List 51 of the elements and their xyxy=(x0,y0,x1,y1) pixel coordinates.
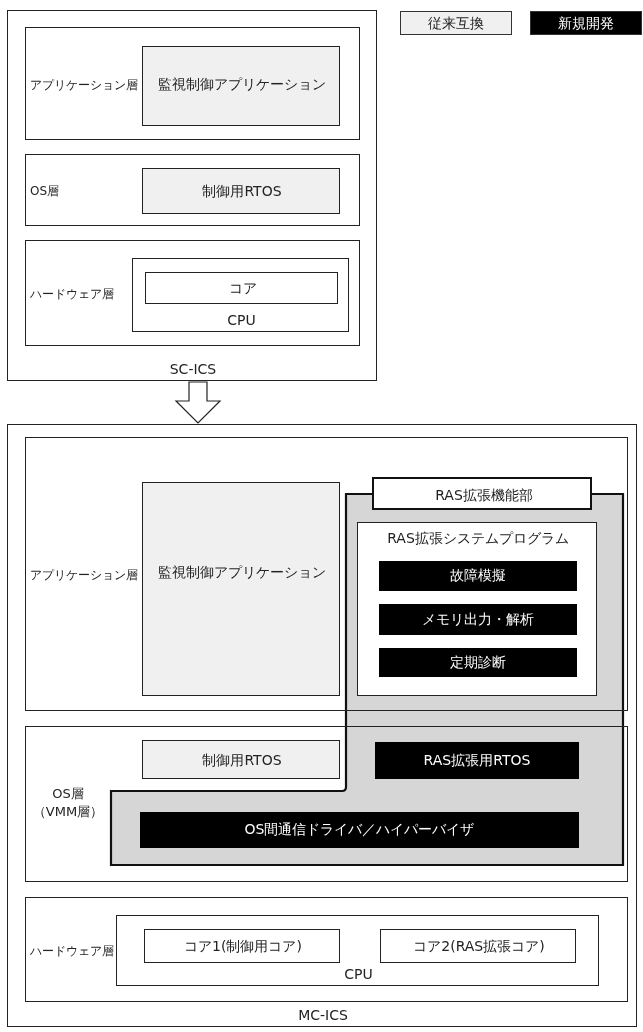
box-label: 故障模擬 xyxy=(449,566,507,584)
box-label: RAS拡張システムプログラム xyxy=(386,529,570,547)
legend-label: 従来互換 xyxy=(427,14,485,32)
system-frame xyxy=(7,10,377,381)
heading-box xyxy=(372,477,592,510)
module-box xyxy=(145,272,338,304)
box-label: 制御用RTOS xyxy=(201,750,283,769)
module-box xyxy=(379,604,577,635)
module-box xyxy=(357,522,597,696)
layer-box xyxy=(25,437,628,711)
legend-label: 新規開発 xyxy=(557,14,615,32)
box-label: 制御用RTOS xyxy=(201,182,283,200)
box-label: ハードウェア層 xyxy=(30,942,114,960)
box-label: 監視制御アプリケーション xyxy=(157,75,327,93)
box-label: コア2(RAS拡張コア) xyxy=(412,937,546,955)
box-label: 監視制御アプリケーション xyxy=(157,563,327,581)
box-label: ハードウェア層 xyxy=(30,286,114,303)
module-box xyxy=(142,46,340,126)
system-frame xyxy=(7,424,637,1027)
module-box xyxy=(116,915,599,986)
box-label: RAS拡張機能部 xyxy=(434,485,534,504)
box-label: OS間通信ドライバ／ハイパーバイザ xyxy=(243,820,476,838)
module-box xyxy=(142,740,340,779)
box-label: CPU xyxy=(226,311,257,329)
box-label: アプリケーション層 xyxy=(30,76,138,94)
module-box xyxy=(140,812,579,848)
module-box xyxy=(375,742,579,779)
box-label: CPU xyxy=(343,965,374,983)
block-arrow xyxy=(174,381,222,424)
box-label: コア xyxy=(227,279,258,297)
module-box xyxy=(144,929,340,963)
box-label: OS層 xyxy=(30,183,60,200)
module-box xyxy=(380,929,576,963)
box-label: OS層（VMM層） xyxy=(32,785,104,821)
module-box xyxy=(379,561,577,591)
box-label: MC-ICS xyxy=(297,1006,349,1024)
module-box xyxy=(132,258,349,332)
box-label: アプリケーション層 xyxy=(30,567,138,584)
layer-box xyxy=(25,154,360,226)
layer-box xyxy=(25,897,628,1002)
box-label: SC-ICS xyxy=(168,360,218,378)
box-label: RAS拡張用RTOS xyxy=(422,750,532,769)
box-label: メモリ出力・解析 xyxy=(421,609,535,628)
layer-box xyxy=(25,726,628,882)
box-label: コア1(制御用コア) xyxy=(183,937,303,955)
module-box xyxy=(379,648,577,677)
module-box xyxy=(142,168,340,214)
module-box xyxy=(142,482,340,696)
box-label: 定期診断 xyxy=(449,652,507,671)
layer-box xyxy=(25,240,360,346)
layer-box xyxy=(25,27,360,140)
